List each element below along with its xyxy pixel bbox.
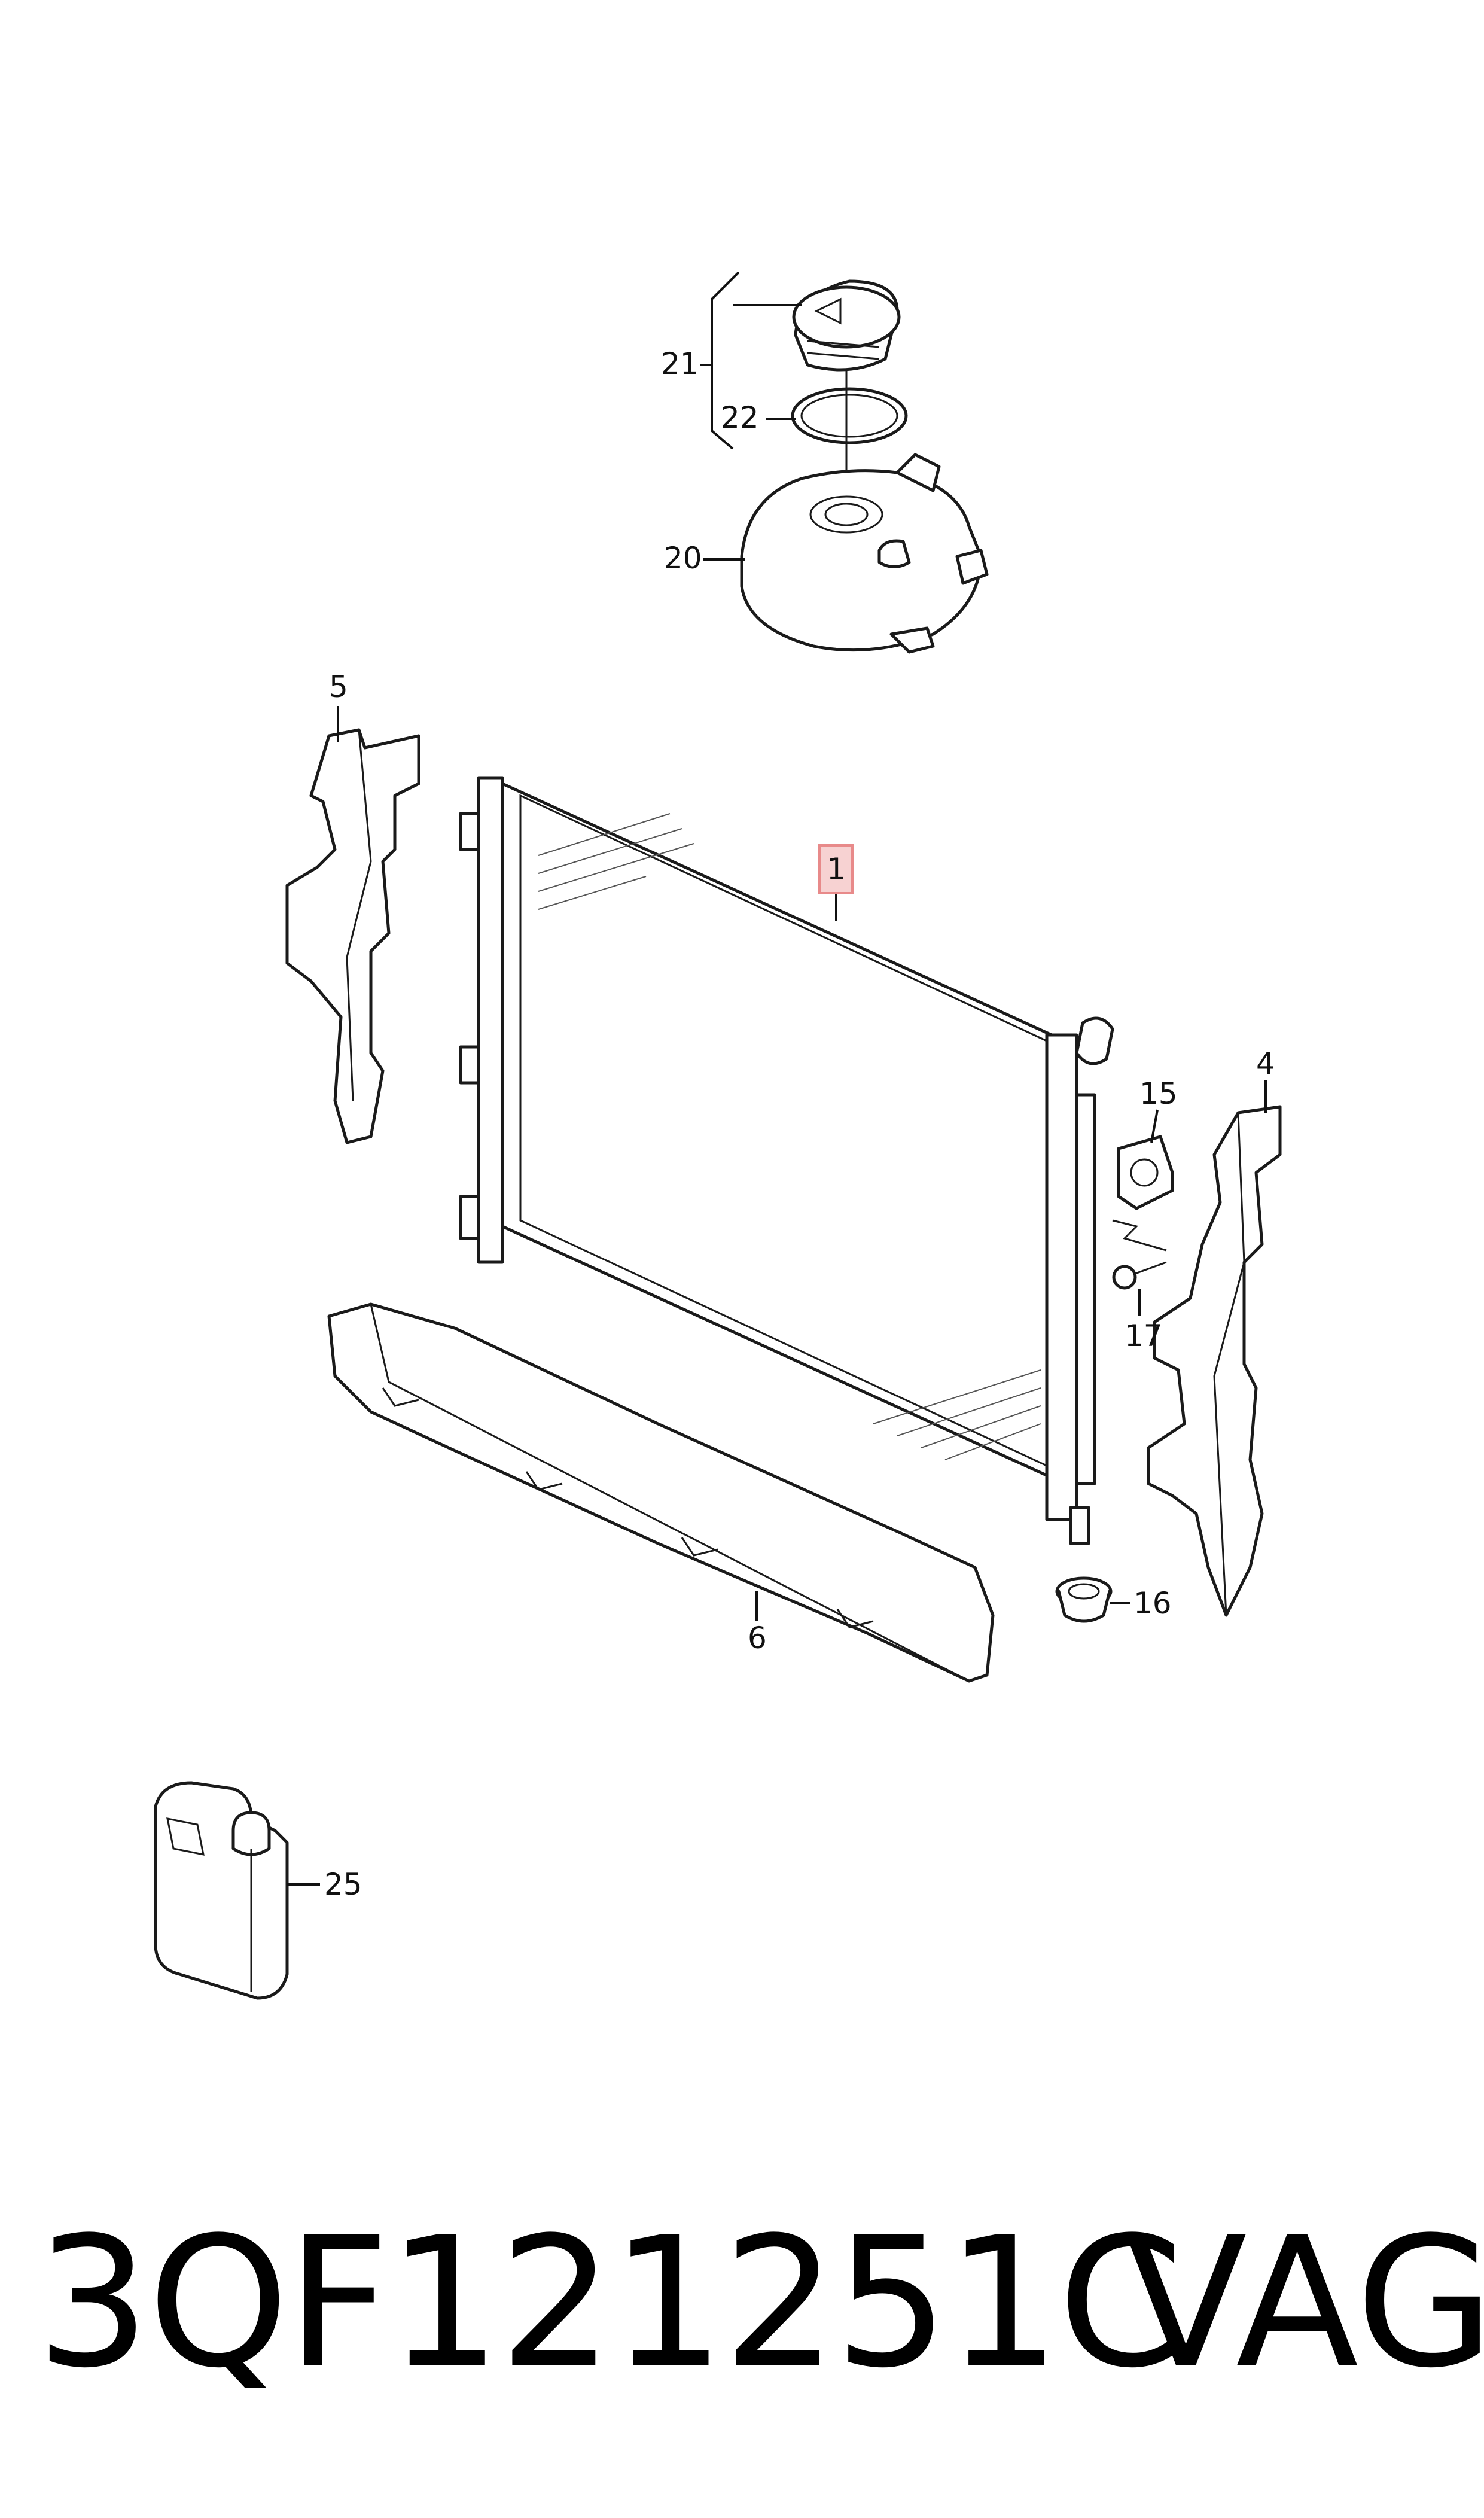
leader-lines bbox=[287, 271, 1267, 1886]
callout-22: 22 bbox=[721, 400, 759, 435]
callout-15: 15 bbox=[1139, 1076, 1178, 1111]
callout-16: 16 bbox=[1133, 1586, 1172, 1621]
radiator-fins bbox=[538, 813, 1041, 1460]
lower-air-deflector bbox=[327, 1302, 995, 1683]
callout-labels: 21 22 20 5 1 15 4 17 16 6 25 bbox=[324, 346, 1275, 1902]
left-air-guide bbox=[285, 728, 420, 1144]
callout-17: 17 bbox=[1125, 1319, 1163, 1353]
callout-5: 5 bbox=[329, 669, 348, 704]
callout-4: 4 bbox=[1256, 1046, 1275, 1081]
screw bbox=[1112, 1219, 1167, 1290]
seal-ring bbox=[791, 387, 908, 444]
callout-21: 21 bbox=[661, 346, 699, 381]
rubber-mount bbox=[1117, 1135, 1174, 1210]
radiator bbox=[459, 776, 1114, 1545]
brand-name: VAG bbox=[1125, 2199, 1484, 2407]
grommet bbox=[1055, 1576, 1113, 1623]
expansion-tank bbox=[740, 453, 989, 654]
callout-25: 25 bbox=[324, 1867, 362, 1902]
callout-1: 1 bbox=[827, 852, 846, 887]
callout-20: 20 bbox=[664, 541, 702, 576]
part-number: 3QF121251C bbox=[36, 2199, 1183, 2407]
reservoir-cap bbox=[792, 279, 901, 372]
callout-6: 6 bbox=[748, 1621, 767, 1655]
right-air-guide bbox=[1147, 1105, 1282, 1617]
coolant-canister bbox=[154, 1781, 289, 2000]
selected-part-highlight bbox=[818, 844, 854, 894]
